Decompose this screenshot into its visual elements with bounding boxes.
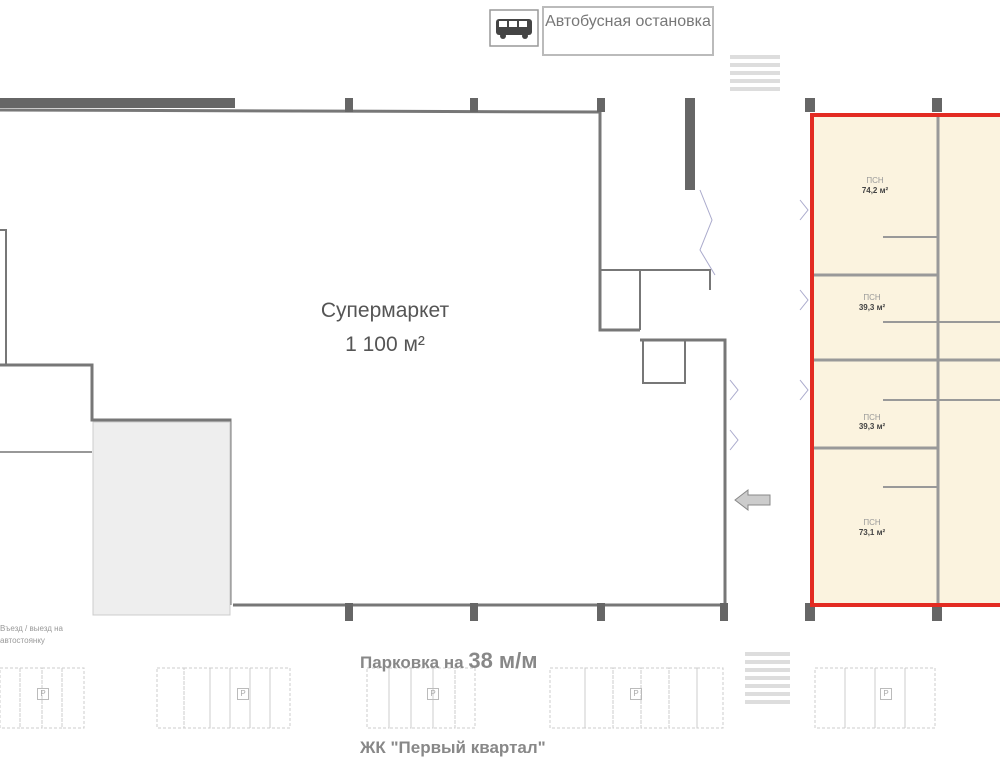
crosswalk-bottom — [745, 652, 790, 704]
bus-icon — [489, 9, 539, 47]
unit-2-area: 39,3 м² — [858, 303, 886, 312]
entrance-arrow-icon — [734, 488, 771, 512]
parking-count: 38 м/м — [468, 648, 538, 673]
doors — [699, 189, 809, 451]
parking-spots — [0, 667, 936, 729]
parking-icon: P — [427, 688, 439, 700]
unit-4-type: ПСН — [863, 518, 881, 527]
parking-label: Парковка на 38 м/м — [360, 648, 538, 674]
unit-4-area: 73,1 м² — [858, 528, 886, 537]
parking-icon: P — [630, 688, 642, 700]
crosswalk-top — [730, 55, 780, 91]
supermarket-area: 1 100 м² — [345, 333, 425, 356]
storage-area — [92, 421, 231, 616]
unit-walls — [812, 115, 1000, 605]
complex-label: ЖК "Первый квартал" — [360, 738, 546, 757]
unit-1-area: 74,2 м² — [861, 186, 889, 195]
bus-stop-label: Автобусная остановка — [542, 6, 714, 56]
supermarket-label: Супермаркет 1 100 м² — [240, 294, 530, 362]
parking-entry-label: Въезд / выезд на автостоянку — [0, 624, 63, 645]
parking-label-text: Парковка на — [360, 653, 464, 672]
parking-icon: P — [237, 688, 249, 700]
unit-3-area: 39,3 м² — [858, 422, 886, 431]
unit-2-type: ПСН — [863, 293, 881, 302]
highlight-frame — [810, 113, 1000, 607]
unit-3-type: ПСН — [863, 413, 881, 422]
supermarket-name: Супермаркет — [320, 299, 450, 322]
parking-icon: P — [880, 688, 892, 700]
columns — [345, 98, 942, 621]
parking-icon: P — [37, 688, 49, 700]
unit-1-type: ПСН — [866, 176, 884, 185]
